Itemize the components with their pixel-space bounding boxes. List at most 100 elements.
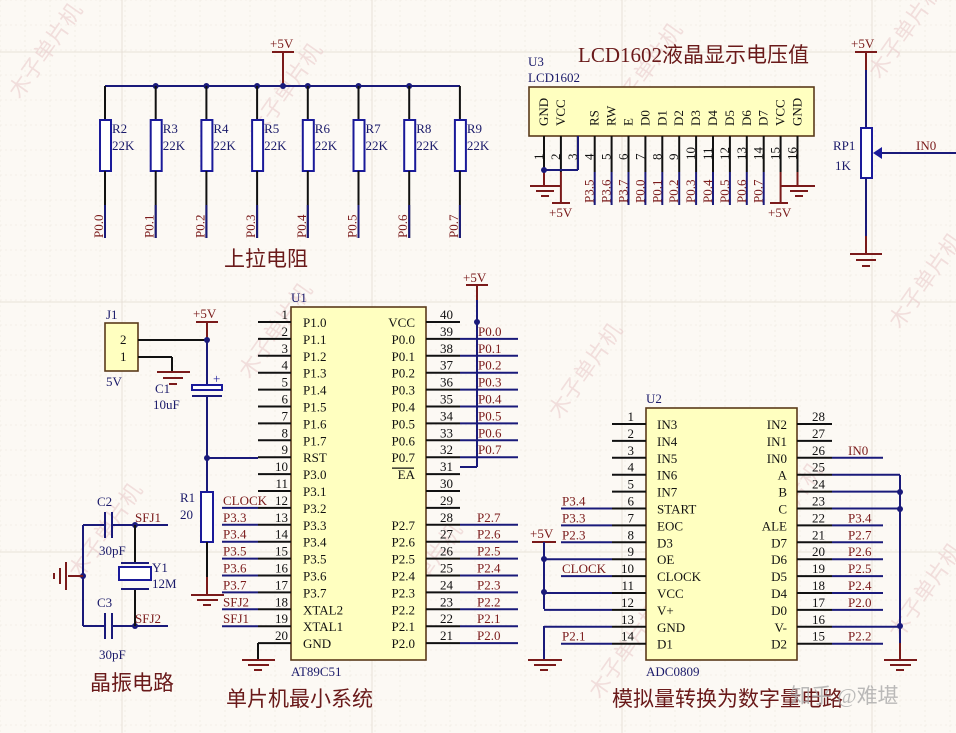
j1-value: 5V	[106, 374, 123, 389]
mcu-body	[290, 306, 427, 661]
mcu-pin-name: RST	[303, 450, 327, 465]
r1-body	[200, 491, 214, 543]
c3-value: 30pF	[99, 647, 126, 662]
mcu-pin-name: P0.0	[392, 332, 415, 347]
mcu-pin-name: P3.4	[303, 535, 327, 550]
mcu-pin-number: 13	[275, 510, 288, 525]
adc-pin-number: 10	[621, 561, 634, 576]
pullup-resistor-net: P0.1	[142, 215, 157, 238]
adc-pin-number: 19	[812, 561, 825, 576]
pullup-resistor-net: P0.2	[192, 215, 207, 238]
pullup-resistor-value: 22K	[213, 138, 236, 153]
pot-net: IN0	[916, 138, 936, 153]
power-and-reset: J1 2 1 5V +5V + C1 10uF R1 20	[104, 306, 258, 606]
mcu-pin-name: P0.4	[392, 400, 416, 415]
mcu-pin-name: P1.5	[303, 400, 326, 415]
mcu-pin-number: 19	[275, 611, 288, 626]
lcd-pin-net: P0.0	[632, 180, 647, 203]
pot-ref: RP1	[833, 138, 855, 153]
mcu-pin-name: P2.6	[392, 535, 416, 550]
adc-pin-name: CLOCK	[657, 569, 702, 584]
mcu-pin-number: 33	[440, 425, 453, 440]
y1-value: 12M	[152, 576, 177, 591]
pullup-resistor-value: 22K	[163, 138, 186, 153]
lcd-pin-name: GND	[536, 98, 551, 126]
mcu-pin-net: P0.6	[478, 425, 502, 440]
lcd-pin-number: 7	[632, 153, 647, 160]
adc-pin-number: 15	[812, 629, 825, 644]
pullup-resistor-ref: R2	[112, 121, 127, 136]
mcu-pin-name: XTAL1	[303, 619, 343, 634]
pullup-resistor-net: P0.0	[91, 215, 106, 238]
mcu-pin-number: 10	[275, 459, 288, 474]
pullup-resistor-ref: R6	[315, 121, 331, 136]
mcu-pin-number: 1	[282, 307, 289, 322]
mcu-pin-name: P3.2	[303, 501, 326, 516]
lcd-pin-net: P0.4	[700, 179, 715, 203]
lcd-pin-net: P0.7	[751, 179, 766, 203]
mcu-pin-net: CLOCK	[223, 493, 268, 508]
adc-body	[645, 407, 798, 661]
vcc-label: +5V	[193, 306, 217, 321]
vcc-label: +5V	[530, 526, 554, 541]
pullup-resistor-body	[99, 119, 112, 172]
adc-pin-name: IN2	[767, 417, 787, 432]
mcu-pin-number: 12	[275, 493, 288, 508]
junction	[897, 489, 903, 495]
mcu-pin-number: 11	[275, 476, 288, 491]
pullup-resistor-body	[149, 119, 163, 172]
pullup-resistor-body	[403, 119, 417, 172]
mcu-pin-name: P2.1	[392, 619, 415, 634]
lcd-pin-number: 13	[734, 147, 749, 160]
crystal-oscillator-circuit: C2 30pF C3 30pF Y1 12M SFJ1 SFJ2 晶振电路	[53, 494, 177, 695]
mcu-pin-net: P2.0	[477, 628, 500, 643]
lcd-pin-name: D0	[637, 110, 652, 126]
adc-ref: U2	[646, 391, 662, 406]
adc-pin-name: D7	[771, 535, 787, 550]
mcu-pin-net: P3.4	[223, 527, 247, 542]
mcu-pin-number: 24	[440, 577, 454, 592]
adc-pin-name: VCC	[657, 586, 684, 601]
wiper-arrow-icon	[873, 147, 882, 159]
mcu-pin-net: SFJ2	[223, 594, 249, 609]
pullup-resistor-body	[251, 119, 265, 172]
c1-ref: C1	[155, 381, 170, 396]
vcc-label: +5V	[270, 36, 294, 51]
mcu-pin-number: 14	[275, 527, 289, 542]
mcu-pin-net: P3.6	[223, 561, 247, 576]
lcd-pin-number: 16	[785, 147, 800, 161]
r1-ref: R1	[180, 490, 195, 505]
mcu-pin-number: 30	[440, 476, 453, 491]
mcu-pin-net: P0.0	[478, 324, 501, 339]
junction	[474, 319, 480, 325]
mcu-pin-name: P3.6	[303, 569, 327, 584]
mcu-pin-number: 28	[440, 510, 453, 525]
mcu-pin-number: 8	[282, 425, 289, 440]
mcu-pin-number: 36	[440, 375, 454, 390]
lcd-pin-net: P0.2	[666, 180, 681, 203]
mcu-pin-number: 7	[282, 408, 289, 423]
adc-pin-number: 6	[628, 494, 635, 509]
lcd-pin-number: 1	[531, 154, 546, 161]
pullup-resistor-net: P0.4	[294, 214, 309, 238]
lcd-pin-net: P3.5	[582, 180, 597, 203]
mcu-pin-number: 18	[275, 594, 288, 609]
lcd-pin-net: P0.1	[649, 180, 664, 203]
j1-ref: J1	[106, 307, 118, 322]
adc-pin-number: 21	[812, 527, 825, 542]
adc-pin-net: P3.4	[562, 494, 586, 509]
adc-pin-net: P2.7	[848, 527, 872, 542]
pullup-resistor-ref: R5	[264, 121, 279, 136]
adc-pin-net: CLOCK	[562, 561, 607, 576]
mcu-pin-name: P0.6	[392, 433, 416, 448]
adc-pin-number: 27	[812, 426, 826, 441]
adc-pin-number: 28	[812, 409, 825, 424]
adc-pin-number: 25	[812, 460, 825, 475]
mcu-pin-number: 31	[440, 459, 453, 474]
adc-pin-number: 11	[621, 578, 634, 593]
mcu-pin-net: P3.3	[223, 510, 246, 525]
lcd-pin-net: P3.6	[599, 179, 614, 203]
lcd-pin-number: 4	[582, 153, 597, 160]
mcu-pin-number: 40	[440, 307, 453, 322]
